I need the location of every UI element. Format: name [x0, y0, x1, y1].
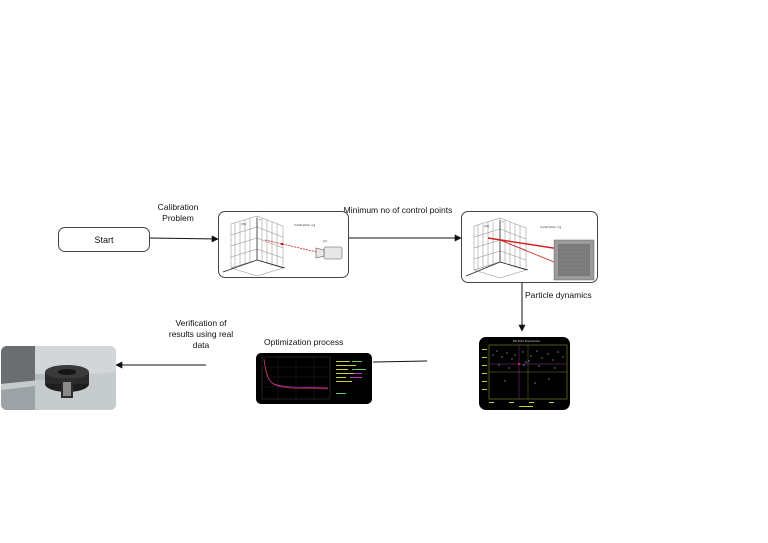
calibration-rig-panel: Calibration rig (W) Y (C) [218, 211, 349, 278]
verification-photo-scene [1, 346, 116, 410]
convergence-curve [263, 358, 329, 389]
arrow-start-to-calibration [149, 235, 219, 243]
control-points-label: Minimum no of control points [343, 205, 453, 215]
target-point [280, 242, 284, 246]
start-node: Start [58, 227, 150, 252]
calibration-rig-figure: Calibration rig (W) Y (C) [222, 215, 343, 277]
svg-text:(W): (W) [484, 224, 489, 228]
rig-caption: Calibration rig [294, 223, 315, 227]
calibration-object [45, 365, 89, 398]
verification-photo [1, 346, 116, 410]
svg-text:Y: Y [502, 220, 504, 224]
start-label: Start [94, 234, 114, 245]
rig-caption-2: Calibration rig [540, 225, 561, 229]
control-points-figure: Calibration rig (W) Y [465, 217, 595, 281]
particle-dynamics-label: Particle dynamics [525, 290, 592, 300]
laser-ray [264, 239, 318, 253]
camera-icon [315, 246, 343, 260]
calibration-problem-label: Calibration Problem [157, 202, 199, 223]
plot-title: Particle Dynamics [513, 339, 540, 343]
particle-dynamics-figure: Particle Dynamics [482, 339, 568, 407]
optimization-figure [261, 356, 366, 400]
svg-text:Y: Y [259, 218, 261, 222]
svg-text:(W): (W) [241, 222, 246, 226]
svg-text:(C): (C) [323, 239, 327, 243]
particle-dynamics-plot: Particle Dynamics [479, 337, 570, 410]
control-points-panel: Calibration rig (W) Y [461, 211, 598, 283]
arrow-particle-to-optimization [372, 360, 428, 363]
verification-label: Verification of results using real data [168, 318, 234, 350]
optimization-label: Optimization process [264, 337, 344, 347]
optimization-plot [256, 353, 372, 404]
